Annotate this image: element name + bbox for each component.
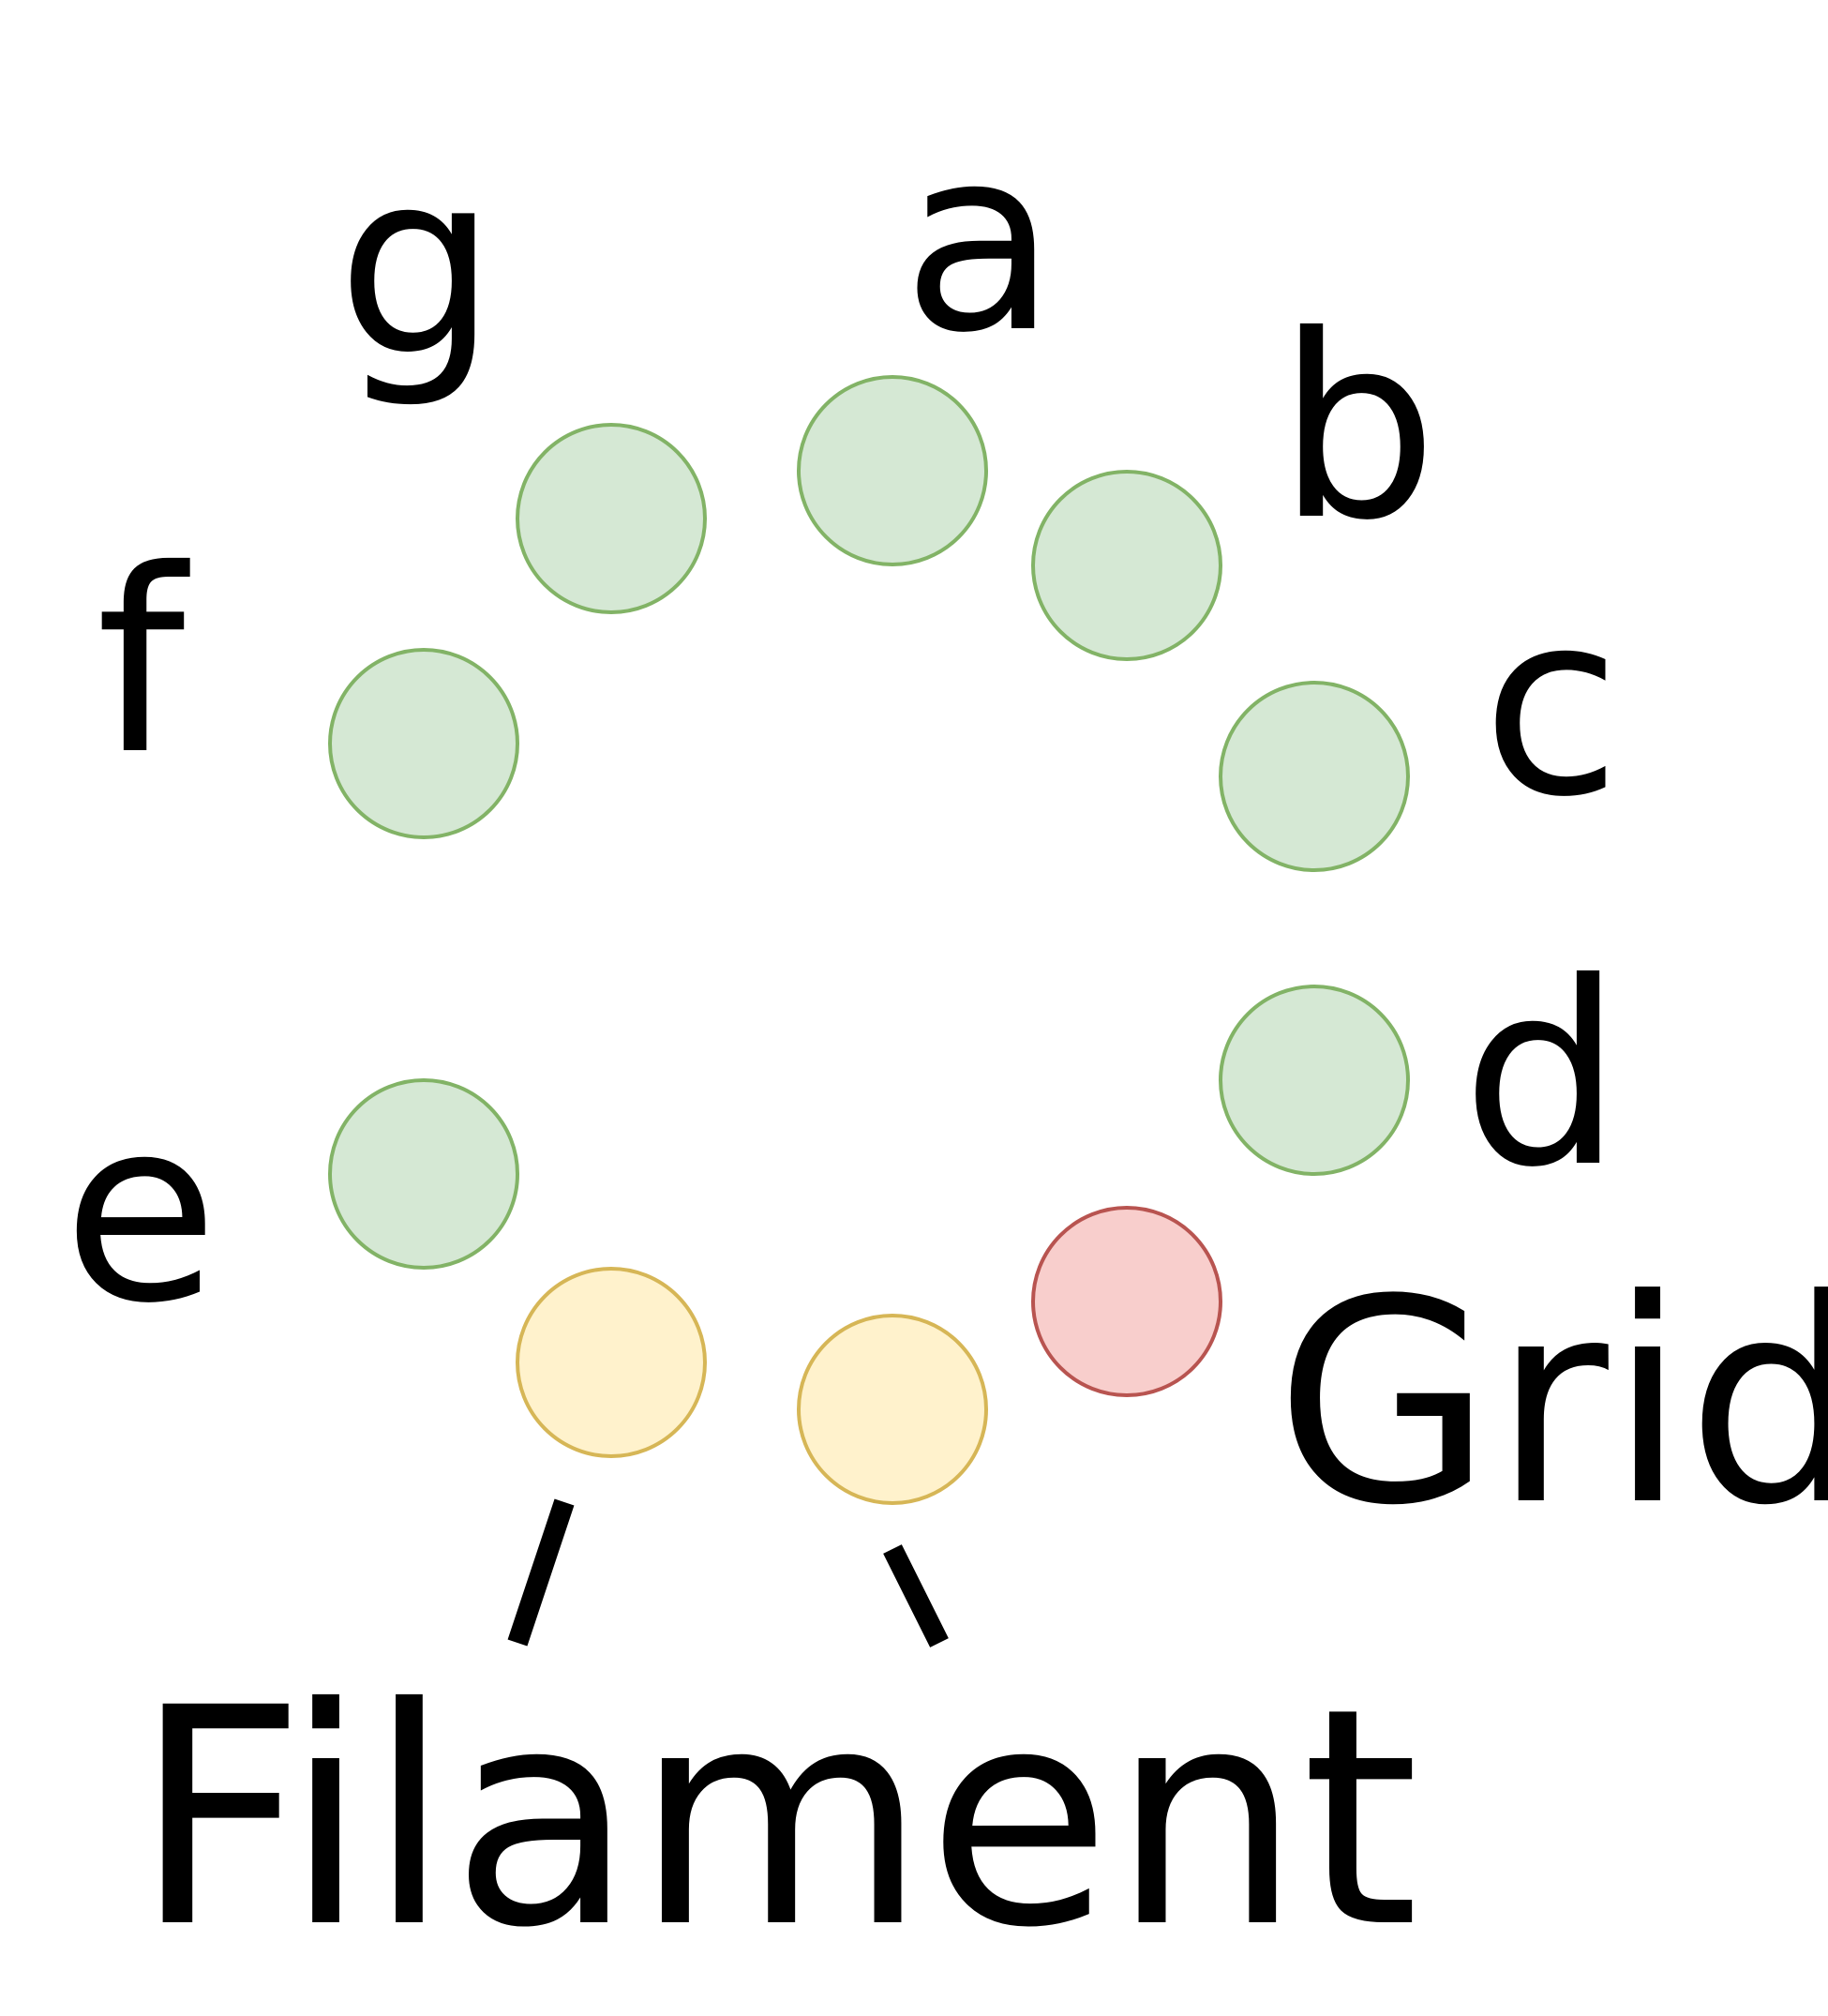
label-a: a <box>902 93 1056 388</box>
circle-f <box>328 648 519 839</box>
circle-c <box>1219 681 1410 872</box>
label-filament: Filament <box>133 1645 1419 1993</box>
label-grid: Grid <box>1275 1240 1828 1567</box>
label-d: d <box>1461 927 1622 1223</box>
circle-grid <box>1031 1206 1222 1397</box>
circle-d <box>1219 985 1410 1176</box>
circle-filament-right <box>797 1314 988 1505</box>
label-f: f <box>96 515 190 810</box>
label-b: b <box>1277 280 1437 576</box>
filament-pointer-left <box>507 1498 575 1647</box>
circle-filament-left <box>516 1267 707 1458</box>
circle-g <box>516 423 707 614</box>
circle-b <box>1031 470 1222 661</box>
label-c: c <box>1482 557 1621 852</box>
circle-a <box>797 375 988 566</box>
filament-pointer-right <box>883 1544 949 1647</box>
label-e: e <box>63 1063 218 1359</box>
label-g: g <box>337 116 497 412</box>
circle-e <box>328 1078 519 1270</box>
